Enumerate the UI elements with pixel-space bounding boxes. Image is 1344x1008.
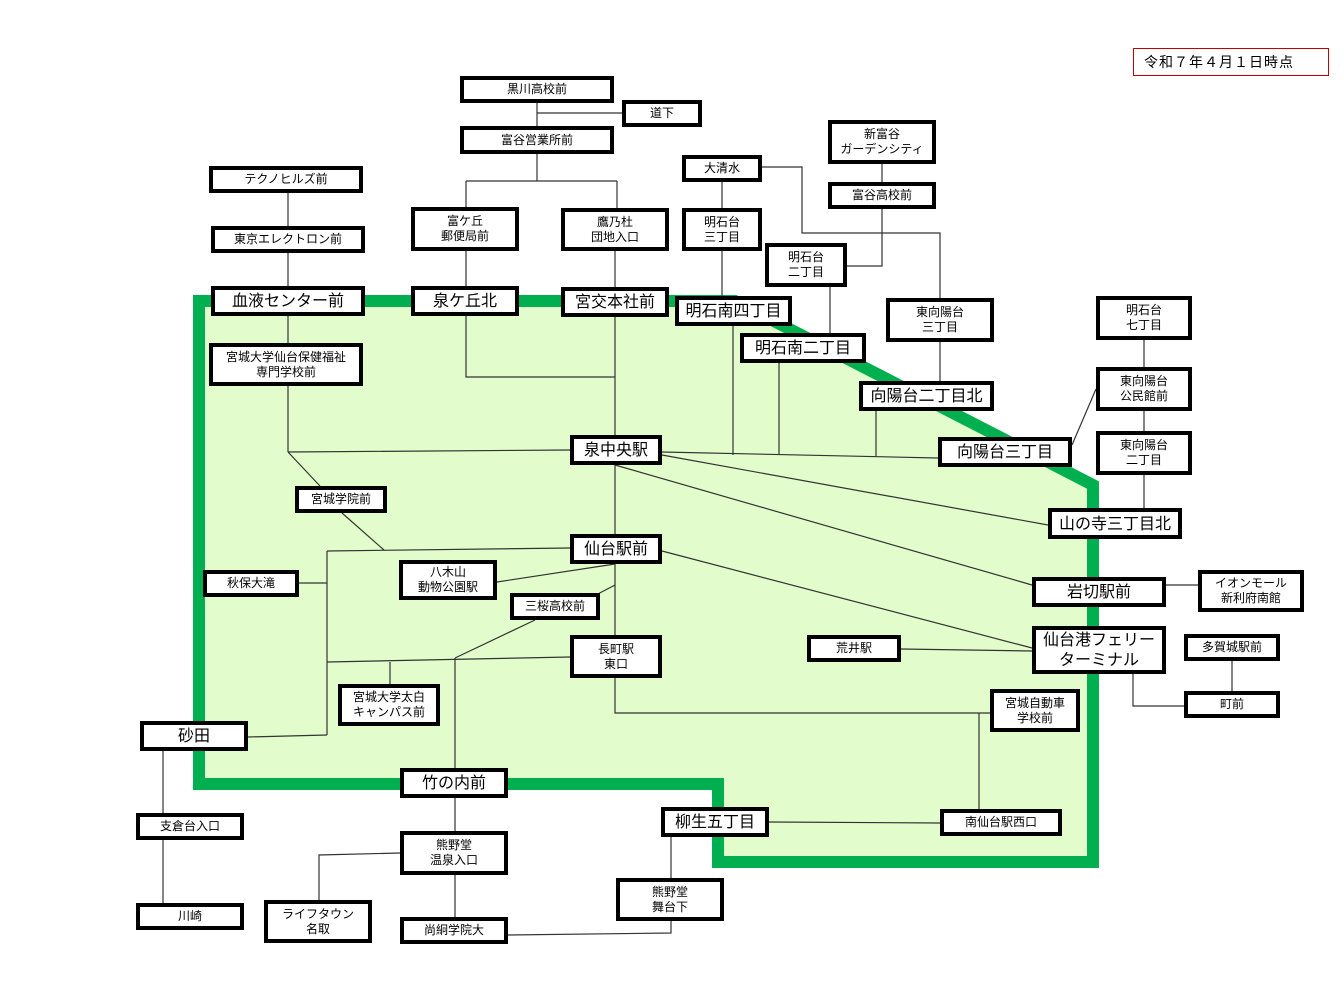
station-higashi-koyodai-kominkan-mae[interactable]: 東向陽台 公民館前 (1096, 367, 1192, 411)
station-yamanotera-3chome-kita[interactable]: 山の寺三丁目北 (1048, 508, 1182, 539)
station-takanomori-danchi-iriguchi[interactable]: 鷹乃杜 団地入口 (561, 208, 669, 251)
station-aeon-mall-shinrifu-minamikan[interactable]: イオンモール 新利府南館 (1198, 570, 1304, 612)
station-kumanodo-onsen-iriguchi[interactable]: 熊野堂 温泉入口 (400, 831, 508, 875)
station-oshimizu[interactable]: 大清水 (682, 155, 762, 182)
station-akaishidai-3chome[interactable]: 明石台 三丁目 (682, 208, 762, 251)
station-tagajo-eki-mae[interactable]: 多賀城駅前 (1184, 634, 1280, 661)
station-shokei-gakuin-daigaku[interactable]: 尚絅学院大 (400, 917, 508, 944)
station-tomiya-koko-mae[interactable]: 富谷高校前 (828, 182, 936, 209)
station-higashi-koyodai-3chome[interactable]: 東向陽台 三丁目 (886, 298, 994, 342)
station-sendaiko-ferry-terminal[interactable]: 仙台港フェリー ターミナル (1032, 626, 1166, 674)
station-akaishiminami-4chome[interactable]: 明石南四丁目 (675, 296, 792, 326)
station-izumigaoka-kita[interactable]: 泉ケ丘北 (411, 286, 519, 316)
station-lifetown-natori[interactable]: ライフタウン 名取 (264, 900, 372, 943)
station-hasekuradai-iriguchi[interactable]: 支倉台入口 (136, 813, 244, 840)
station-minami-sendai-eki-nishiguchi[interactable]: 南仙台駅西口 (940, 809, 1062, 836)
station-iwakiri-eki-mae[interactable]: 岩切駅前 (1032, 577, 1166, 607)
station-yagiyama-dobutsukoen-eki[interactable]: 八木山 動物公園駅 (399, 560, 497, 600)
station-sanou-koko-mae[interactable]: 三桜高校前 (510, 593, 600, 620)
station-yanagyu-5chome[interactable]: 柳生五丁目 (661, 807, 769, 837)
station-arai-eki[interactable]: 荒井駅 (807, 635, 901, 662)
station-kumanodo-butaishita[interactable]: 熊野堂 舞台下 (616, 878, 724, 921)
station-tomigaoka-yubinkyoku-mae[interactable]: 富ケ丘 郵便局前 (411, 207, 519, 251)
station-miyagi-univ-taihaku-campus-mae[interactable]: 宮城大学太白 キャンパス前 (338, 684, 440, 726)
station-sunada[interactable]: 砂田 (140, 721, 248, 751)
station-miyagi-jidosha-gakko-mae[interactable]: 宮城自動車 学校前 (990, 689, 1080, 732)
as-of-date-label: 令和７年４月１日時点 (1133, 48, 1329, 76)
station-ketsueki-center-mae[interactable]: 血液センター前 (211, 286, 365, 316)
station-akiu-otaki[interactable]: 秋保大滝 (203, 570, 299, 597)
station-miyagi-univ-sendai-hoken-fukushi[interactable]: 宮城大学仙台保健福祉 専門学校前 (209, 343, 363, 386)
station-koyodai-2chome-kita[interactable]: 向陽台二丁目北 (859, 381, 994, 411)
station-akaishiminami-2chome[interactable]: 明石南二丁目 (740, 333, 866, 363)
station-nagamachi-eki-higashiguchi[interactable]: 長町駅 東口 (570, 635, 662, 678)
station-tokyo-electron-mae[interactable]: 東京エレクトロン前 (211, 226, 365, 253)
station-machimae[interactable]: 町前 (1184, 691, 1280, 718)
station-miyako-honsha-mae[interactable]: 宮交本社前 (561, 287, 669, 317)
station-akaishidai-7chome[interactable]: 明石台 七丁目 (1096, 296, 1192, 340)
station-kurokawa-koko-mae[interactable]: 黒川高校前 (460, 76, 614, 103)
station-koyodai-3chome[interactable]: 向陽台三丁目 (938, 437, 1072, 467)
station-techno-hills-mae[interactable]: テクノヒルズ前 (209, 166, 363, 193)
station-kawasaki[interactable]: 川崎 (136, 903, 244, 930)
station-izumi-chuo-eki[interactable]: 泉中央駅 (570, 435, 662, 465)
route-lines (162, 103, 1233, 936)
station-akaishidai-2chome[interactable]: 明石台 二丁目 (765, 243, 847, 287)
station-michishita[interactable]: 道下 (622, 100, 702, 127)
station-higashi-koyodai-2chome[interactable]: 東向陽台 二丁目 (1096, 431, 1192, 475)
station-takenouchi-mae[interactable]: 竹の内前 (400, 768, 508, 798)
station-tomiya-eigyosho-mae[interactable]: 富谷営業所前 (460, 126, 614, 154)
station-sendai-eki-mae[interactable]: 仙台駅前 (570, 534, 662, 564)
station-shintomiya-garden-city[interactable]: 新富谷 ガーデンシティ (828, 120, 936, 164)
station-miyagi-gakuin-mae[interactable]: 宮城学院前 (295, 486, 387, 513)
